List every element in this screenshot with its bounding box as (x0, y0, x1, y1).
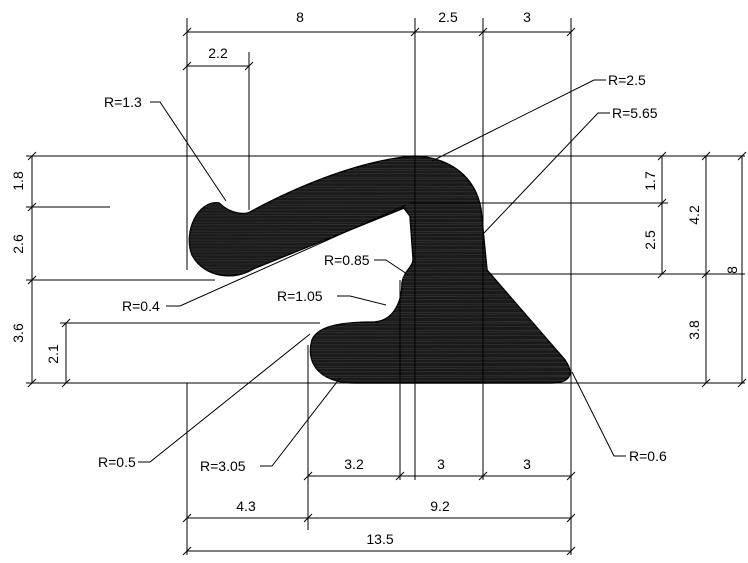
hatch-line (180, 152, 580, 153)
dim-left-1-8: 1.8 (10, 171, 26, 191)
dim-bottom-3-2: 3.2 (344, 456, 364, 472)
dim-right-4-2: 4.2 (686, 205, 702, 225)
radius-r0-6: R=0.6 (629, 448, 667, 464)
profile-shape (188, 155, 571, 384)
hatch-line (189, 284, 571, 286)
dim-left-2-6: 2.6 (10, 234, 26, 254)
radius-r0-5: R=0.5 (98, 454, 136, 470)
dim-bottom-4-3: 4.3 (236, 498, 256, 514)
dim-bottom-9-2: 9.2 (430, 498, 450, 514)
top-dimensions: 8 2.5 3 2.2 (182, 9, 576, 555)
dim-bottom-13-5: 13.5 (366, 531, 393, 547)
hatch-line (189, 286, 571, 289)
hatch-line (189, 167, 571, 169)
left-dimensions: 1.8 2.6 3.6 2.1 (10, 151, 71, 388)
radius-callouts: R=1.3 R=2.5 R=5.65 R=0.85 R=0.4 R=1.05 R… (98, 72, 667, 474)
hatch-line (189, 295, 571, 298)
hatch-line (189, 176, 571, 178)
hatch-line (189, 304, 571, 307)
dim-right-2-5: 2.5 (642, 230, 658, 250)
dim-top-8: 8 (296, 9, 304, 25)
horizontal-extensions (26, 155, 745, 384)
radius-r5-65: R=5.65 (612, 105, 658, 121)
hatch-line (189, 158, 571, 160)
radius-r1-05: R=1.05 (277, 288, 323, 304)
radius-r3-05: R=3.05 (200, 458, 246, 474)
dim-left-2-1: 2.1 (45, 344, 61, 364)
hatch-line (189, 185, 571, 187)
hatch-line (189, 203, 571, 205)
radius-r0-85: R=0.85 (324, 252, 370, 268)
radius-r2-5: R=2.5 (608, 72, 646, 88)
hatch-line (180, 386, 580, 387)
dim-top-2-5: 2.5 (438, 9, 458, 25)
radius-r0-4: R=0.4 (122, 298, 160, 314)
dim-top-2-2: 2.2 (208, 45, 228, 61)
hatch-line (180, 384, 580, 385)
hatch-line (189, 275, 571, 277)
dim-right-8: 8 (724, 266, 740, 274)
dim-left-3-6: 3.6 (10, 323, 26, 343)
hatch-line (180, 150, 580, 151)
dim-bottom-3-b: 3 (523, 456, 531, 472)
right-dimensions: 1.7 2.5 4.2 3.8 8 (642, 151, 747, 388)
radius-r1-3: R=1.3 (104, 94, 142, 110)
dim-bottom-3-a: 3 (437, 456, 445, 472)
hatch-line (189, 293, 571, 295)
dim-right-1-7: 1.7 (642, 171, 658, 191)
dim-right-3-8: 3.8 (686, 320, 702, 340)
dim-top-3: 3 (523, 9, 531, 25)
profile-hatching (180, 150, 580, 387)
bottom-dimensions: 3.2 3 3 4.3 9.2 13.5 (182, 280, 576, 556)
